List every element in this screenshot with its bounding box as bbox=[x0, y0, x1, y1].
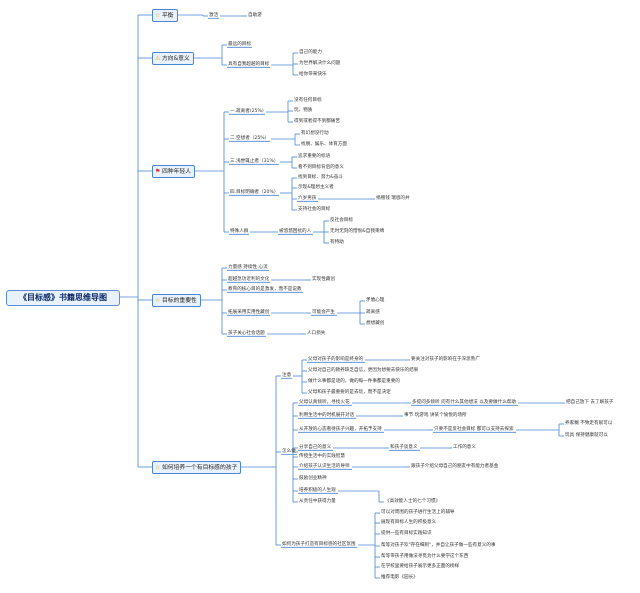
topic-node-l2[interactable]: 帮等带孩子用做法寻觅为什么要学这个东西 bbox=[381, 553, 469, 559]
topic-node-l2[interactable]: 自己的能力 bbox=[299, 49, 322, 55]
topic-node-l2[interactable]: 展现有目标人生的积极意义 bbox=[381, 519, 437, 525]
topic-node-l2[interactable]: 从责任中获得力量 bbox=[299, 498, 336, 504]
topic-node-l2[interactable]: 支持社会的目标 bbox=[298, 206, 331, 212]
topic-node-l2[interactable]: 被悠悠困扰的人 bbox=[279, 228, 312, 234]
topic-node-l1[interactable]: 具有自我超越的目标 bbox=[228, 61, 270, 67]
branch-node[interactable]: ⚑四种年轻人 bbox=[152, 165, 195, 178]
topic-node-l2[interactable]: 分享自己的意义 bbox=[299, 444, 332, 450]
topic-node-l2[interactable]: 实现性藏创 bbox=[312, 276, 335, 282]
topic-node-l1[interactable]: 怎么做 bbox=[282, 448, 296, 454]
topic-node-l2[interactable]: 利用生活中的时机展开对话 bbox=[299, 412, 355, 418]
branch-label: 平衡 bbox=[162, 13, 174, 19]
topic-node-l1[interactable]: 特殊人群 bbox=[230, 228, 249, 234]
topic-node-l2[interactable]: 给你带来快乐 bbox=[299, 71, 327, 77]
topic-node-l3[interactable]: 反社会目标 bbox=[330, 217, 353, 223]
topic-node-l2[interactable]: 为世界解决什么问题 bbox=[299, 60, 341, 66]
flag-icon: ⚑ bbox=[155, 168, 161, 175]
topic-node-l3[interactable]: 和孩子谈意义 bbox=[390, 444, 418, 450]
topic-node-l2[interactable]: 有幻想没行动 bbox=[301, 130, 329, 136]
topic-node-l1[interactable]: 激活 bbox=[209, 12, 219, 18]
branch-node[interactable]: ☆如何培养一个有目标感的孩子 bbox=[152, 461, 242, 474]
topic-node-l1[interactable]: 超越急功近利的文化 bbox=[228, 276, 270, 282]
topic-node-l1[interactable]: 四.目标明确者（20%） bbox=[230, 189, 279, 195]
root-node[interactable]: 《目标感》书籍思维导图 bbox=[6, 290, 120, 306]
topic-node-l3[interactable]: 要关注对孩子的影响在于深思熟广 bbox=[411, 356, 480, 362]
topic-node-l3[interactable]: 捐赠钱 瑞恩的井 bbox=[376, 195, 410, 201]
topic-node-l3[interactable]: 事节 玩游戏 讲某个愉悦的场所 bbox=[404, 412, 467, 418]
topic-node-l2[interactable]: 可以对周围的孩子进行生活上的辅导 bbox=[381, 509, 455, 515]
topic-node-l2[interactable]: 父母和孩子最重要的是去玩，而不是决定 bbox=[308, 389, 391, 395]
topic-node-l2[interactable]: 提供一些有目标实践知识 bbox=[381, 530, 432, 536]
branch-label: 四种年轻人 bbox=[162, 169, 191, 175]
topic-node-l3[interactable]: 《高效能人士的七个习惯》 bbox=[385, 498, 441, 504]
topic-node-l2[interactable]: 人口损失 bbox=[307, 330, 326, 336]
topic-node-l4[interactable]: 玩具 保持健康就可以 bbox=[565, 432, 608, 438]
topic-node-l2[interactable]: 示现&理想主义者 bbox=[298, 184, 334, 190]
branch-node[interactable]: ☆平衡 bbox=[152, 9, 178, 22]
topic-node-l1[interactable]: 最远的目标 bbox=[228, 41, 251, 47]
topic-node-l1[interactable]: 教育的核心目的是激发，而不是说教 bbox=[228, 286, 302, 292]
topic-node-l2[interactable]: 父母对孩子的影响是终身的 bbox=[308, 356, 364, 362]
topic-node-l3[interactable]: 有特助 bbox=[330, 239, 344, 245]
topic-node-l2[interactable]: 在学校里要给孩子展示更多正面的榜样 bbox=[381, 563, 460, 569]
branch-node[interactable]: ☆目标的重要性 bbox=[152, 294, 201, 307]
topic-node-l2[interactable]: 传授生活中的实践智慧 bbox=[299, 453, 345, 459]
topic-node-l2[interactable]: 找朋、娱乐、体育方面 bbox=[301, 141, 347, 147]
topic-node-l2[interactable]: 没有任何目标 bbox=[294, 97, 322, 103]
topic-node-l2[interactable]: 玩、物质 bbox=[294, 107, 313, 113]
star-icon: ☆ bbox=[155, 297, 161, 304]
branch-label: 如何培养一个有目标感的孩子 bbox=[162, 465, 238, 471]
branch-label: 方向&意义 bbox=[162, 56, 190, 62]
topic-node-l2[interactable]: 介绍孩子认识生活的导师 bbox=[299, 463, 350, 469]
topic-node-l3[interactable]: 无时无刻的憎恨&自我束缚 bbox=[330, 228, 385, 234]
topic-node-l1[interactable]: 一.疏离者(25%) bbox=[230, 108, 264, 114]
branch-node[interactable]: ⚠方向&意义 bbox=[152, 52, 194, 65]
topic-node-l3[interactable]: 疏离感 bbox=[366, 309, 380, 315]
topic-node-l4[interactable]: 把自己放下 去了解孩子 bbox=[566, 399, 614, 405]
topic-node-l1[interactable]: 力量感 持续性 心流 bbox=[228, 264, 268, 270]
topic-node-l1[interactable]: 如何为孩子打造有目标感的社区氛围 bbox=[282, 541, 356, 547]
topic-node-l2[interactable]: 从开放的心态看待孩子兴趣，开拓予支持 bbox=[299, 426, 382, 432]
topic-node-l2[interactable]: 追求重要的标语 bbox=[298, 153, 331, 159]
warning-icon: ⚠ bbox=[155, 55, 161, 62]
topic-node-l3[interactable]: 想想藏创 bbox=[366, 320, 385, 326]
topic-node-l1[interactable]: 注意 bbox=[282, 372, 292, 378]
topic-node-l2[interactable]: 帮等对孩子欢"存在细则"，并自让孩子做一些有意义的事 bbox=[381, 542, 496, 548]
topic-node-l4[interactable]: 养家糊 不致走有赋可以 bbox=[565, 420, 613, 426]
star-icon: ☆ bbox=[155, 12, 161, 19]
topic-node-l1[interactable]: 三.浅尝辄止者（31%） bbox=[230, 158, 279, 164]
topic-node-l1[interactable]: 孩子关心社会话题 bbox=[228, 330, 265, 336]
topic-node-l4[interactable]: 工作的意义 bbox=[453, 444, 476, 450]
topic-node-l3[interactable]: 跟孩子介绍父母自己的朋友中有能力者基金 bbox=[411, 463, 499, 469]
topic-node-l2[interactable]: 父母认真倾听，寻找火花 bbox=[299, 399, 350, 405]
topic-node-l2[interactable]: 做什么事都是谜的，做的每一件事都是重要的 bbox=[308, 378, 400, 384]
topic-node-l2[interactable]: 推荐电影《园长》 bbox=[381, 574, 418, 580]
topic-node-l2[interactable]: 得到或者得不到都痛苦 bbox=[294, 118, 340, 124]
topic-node-l3[interactable]: 矛盾心理 bbox=[366, 297, 385, 303]
topic-node-l2[interactable]: 鼓励创业精神 bbox=[299, 475, 327, 481]
topic-node-l2[interactable]: 自助游 bbox=[248, 12, 262, 18]
topic-node-l2[interactable]: 找到目标、努力&奋斗 bbox=[298, 174, 343, 180]
topic-node-l2[interactable]: 看不到目标背后的意义 bbox=[298, 164, 344, 170]
topic-node-l1[interactable]: 二.空想者（25%） bbox=[230, 135, 270, 141]
topic-node-l3[interactable]: 只要不是反社会目标 都可以支持去探索 bbox=[434, 426, 514, 432]
topic-node-l2[interactable]: 六岁男孩 bbox=[298, 195, 317, 201]
topic-node-l2[interactable]: 培养积极的人生观 bbox=[299, 487, 336, 493]
topic-node-l2[interactable]: 父母对自己的教养缺乏自信，更因为想要去快乐的结果 bbox=[308, 367, 419, 373]
topic-node-l1[interactable]: 拓展采用实用性藏创 bbox=[228, 309, 270, 315]
branch-label: 目标的重要性 bbox=[162, 298, 197, 304]
star-icon: ☆ bbox=[155, 464, 161, 471]
topic-node-l2[interactable]: 可能会产生 bbox=[312, 309, 335, 315]
topic-node-l3[interactable]: 多提问多倾听 问有什么其他想法 以及要做什么帮助 bbox=[412, 399, 516, 405]
